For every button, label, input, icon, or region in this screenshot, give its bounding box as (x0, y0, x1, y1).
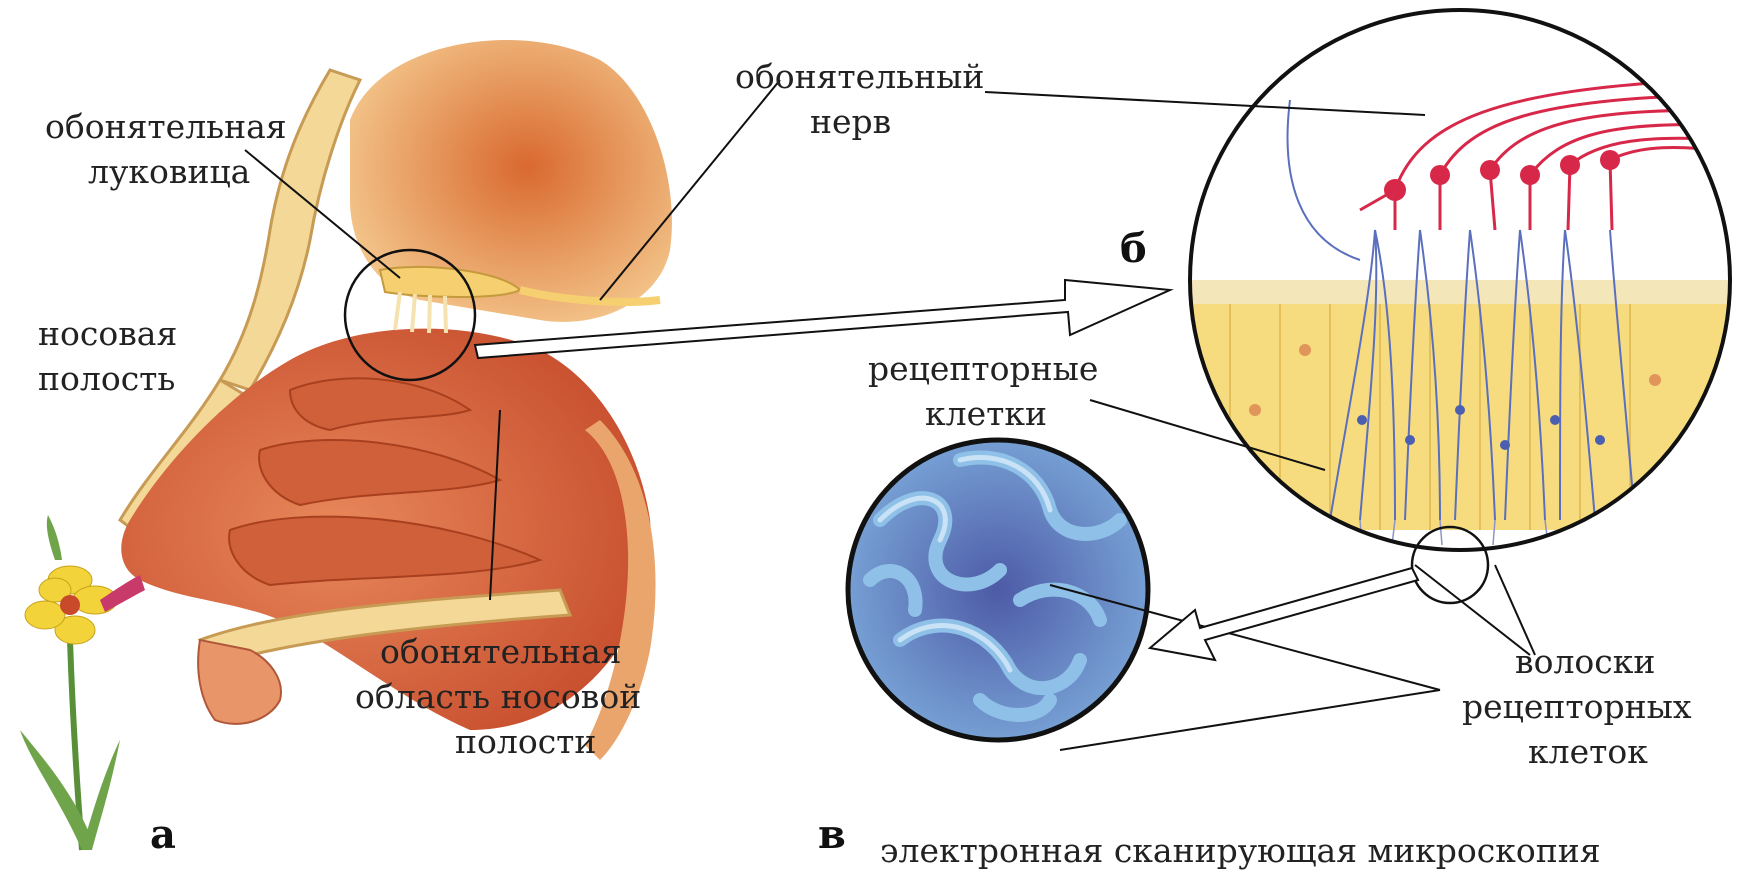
zoom-arrow-to-sem (1150, 568, 1418, 660)
panel-label-v: в (818, 811, 846, 858)
label-nasal-cavity-1: носовая (38, 314, 177, 353)
label-olfactory-bulb-1: обонятельная (45, 107, 287, 146)
upper-lip (198, 640, 281, 724)
label-receptor-cells-1: рецепторные (868, 349, 1098, 388)
panel-label-b: б (1120, 225, 1147, 272)
caption-sem: электронная сканирующая микроскопия (880, 831, 1601, 870)
label-nasal-cavity-2: полость (38, 359, 175, 398)
label-olfactory-area-2: область носовой (355, 677, 641, 716)
epithelium-magnified (1190, 10, 1730, 550)
label-olfactory-area-3: полости (455, 722, 596, 761)
label-receptor-hairs-2: рецепторных (1462, 687, 1692, 726)
label-receptor-hairs-3: клеток (1528, 732, 1648, 771)
label-receptor-cells-2: клетки (925, 394, 1047, 433)
panel-label-a: а (150, 811, 176, 858)
label-receptor-hairs-1: волоски (1515, 642, 1655, 681)
label-olfactory-nerve-1: обонятельный (735, 57, 984, 96)
label-olfactory-nerve-2: нерв (810, 102, 891, 141)
label-olfactory-bulb-2: луковица (88, 152, 250, 191)
label-olfactory-area-1: обонятельная (380, 632, 622, 671)
